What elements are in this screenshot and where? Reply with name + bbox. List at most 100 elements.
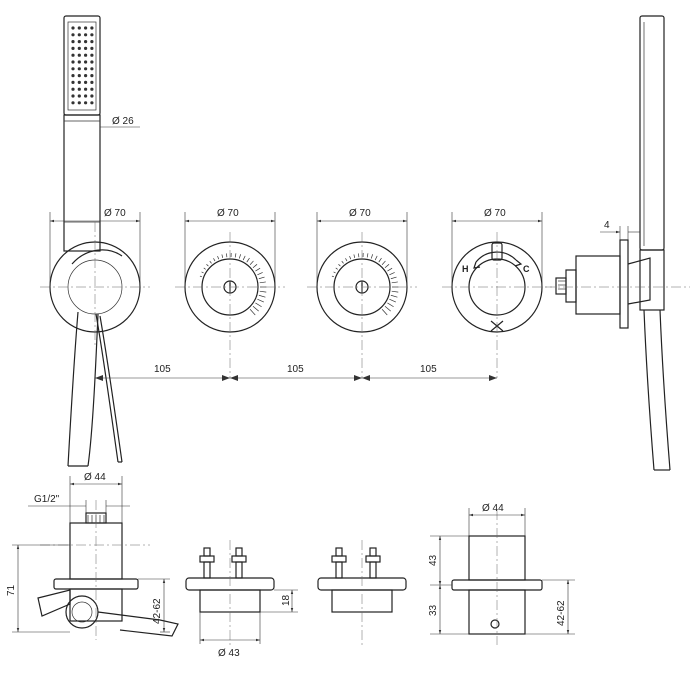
scale-tick — [387, 267, 393, 272]
dimension-plate-2-diameter: Ø 70 — [184, 208, 276, 287]
scale-tick — [258, 276, 265, 280]
nozzle — [84, 101, 88, 105]
scale-tick — [258, 294, 266, 298]
scale-tick — [349, 255, 352, 260]
dimension-holder-depth: 42-62 — [138, 578, 170, 633]
scale-tick — [389, 298, 396, 303]
dimension-plate-1-diameter: Ø 70 — [49, 208, 141, 287]
scale-tick — [257, 298, 264, 303]
dim-42-62-2: 42-62 — [556, 600, 567, 626]
nozzle — [71, 94, 75, 98]
nozzle — [77, 74, 81, 78]
nozzle — [77, 40, 81, 44]
nozzle — [77, 94, 81, 98]
nozzle — [90, 33, 94, 37]
nozzle — [90, 80, 94, 84]
dimension-plate-4-diameter: Ø 70 — [451, 208, 543, 287]
dim-d44-1: Ø 44 — [84, 472, 106, 483]
nozzle — [71, 46, 75, 51]
nozzle — [71, 80, 75, 84]
scale-tick — [259, 290, 267, 293]
scale-tick — [201, 271, 204, 274]
dim-105-2: 105 — [287, 364, 304, 375]
dim-42-62-1: 42-62 — [152, 598, 163, 624]
nozzle — [84, 74, 88, 78]
scale-tick — [234, 253, 237, 258]
nozzle — [77, 46, 81, 51]
dim-d26: Ø 26 — [112, 116, 134, 127]
nozzle — [71, 74, 75, 78]
spray-nozzle-grid — [71, 26, 94, 105]
nozzle — [90, 74, 94, 78]
holder-side-view — [37, 500, 179, 640]
dim-4: 4 — [604, 220, 610, 231]
dim-71: 71 — [6, 584, 17, 596]
dim-d70-2: Ø 70 — [217, 208, 239, 219]
thermostatic-mixer-front: H C — [442, 232, 552, 378]
dimension-spacing: 105 105 105 — [95, 364, 497, 381]
nozzle — [90, 67, 94, 71]
scale-tick — [213, 258, 216, 262]
nozzle — [90, 40, 94, 44]
dimension-overall-height: 71 — [6, 544, 70, 633]
dim-105-3: 105 — [420, 364, 437, 375]
nozzle — [84, 60, 88, 64]
scale-tick — [353, 254, 356, 258]
dimension-mixer-depth: 42-62 — [525, 579, 575, 635]
scale-tick — [246, 257, 250, 263]
dim-d70-4: Ø 70 — [484, 208, 506, 219]
dim-d43: Ø 43 — [218, 648, 240, 659]
nozzle — [77, 87, 81, 91]
scale-tick — [221, 254, 224, 258]
scale-tick — [259, 281, 266, 284]
scale-tick — [199, 275, 202, 278]
dim-d70-1: Ø 70 — [104, 208, 126, 219]
scale-tick — [242, 255, 246, 261]
nozzle — [84, 33, 88, 37]
nozzle — [90, 53, 94, 57]
dim-18: 18 — [281, 594, 292, 606]
nozzle — [84, 67, 88, 71]
nozzle — [71, 40, 75, 44]
scale-tick — [252, 264, 258, 268]
nozzle — [84, 53, 88, 57]
scale-tick — [381, 309, 388, 316]
nozzle — [77, 53, 81, 57]
diverter-1-front — [175, 232, 285, 378]
nozzle — [77, 60, 81, 64]
scale-tick — [345, 258, 348, 262]
scale-tick — [209, 260, 212, 264]
scale-tick — [249, 309, 256, 316]
scale-tick — [374, 255, 378, 261]
scale-tick — [384, 306, 391, 312]
scale-tick — [252, 306, 259, 312]
nozzle — [71, 26, 75, 30]
scale-tick — [257, 272, 263, 276]
nozzle — [71, 53, 75, 57]
nozzle — [71, 101, 75, 105]
scale-tick — [255, 267, 261, 272]
nozzle — [90, 26, 94, 30]
scale-tick — [333, 271, 336, 274]
scale-tick — [338, 264, 341, 267]
dimension-plate-3-diameter: Ø 70 — [316, 208, 408, 287]
nozzle — [71, 87, 75, 91]
hand-shower-front-view — [63, 15, 101, 252]
scale-tick — [341, 260, 344, 264]
diverter-2-valve-body — [317, 540, 407, 645]
mixer-side-view — [451, 510, 543, 645]
dimension-projection: 4 — [600, 220, 640, 240]
scale-tick — [389, 272, 395, 276]
dimension-holder-body-diameter: Ø 44 — [69, 472, 123, 523]
hot-marking: H — [462, 264, 469, 274]
dimension-hand-shower-diameter: Ø 26 — [63, 116, 140, 130]
scale-tick — [378, 257, 382, 263]
nozzle — [90, 46, 94, 51]
nozzle — [77, 26, 81, 30]
hand-shower-side-view — [545, 15, 690, 471]
cold-marking: C — [523, 264, 530, 274]
dimension-valve-body-diameter: Ø 43 — [199, 612, 261, 659]
nozzle — [90, 60, 94, 64]
scale-tick — [391, 281, 398, 284]
